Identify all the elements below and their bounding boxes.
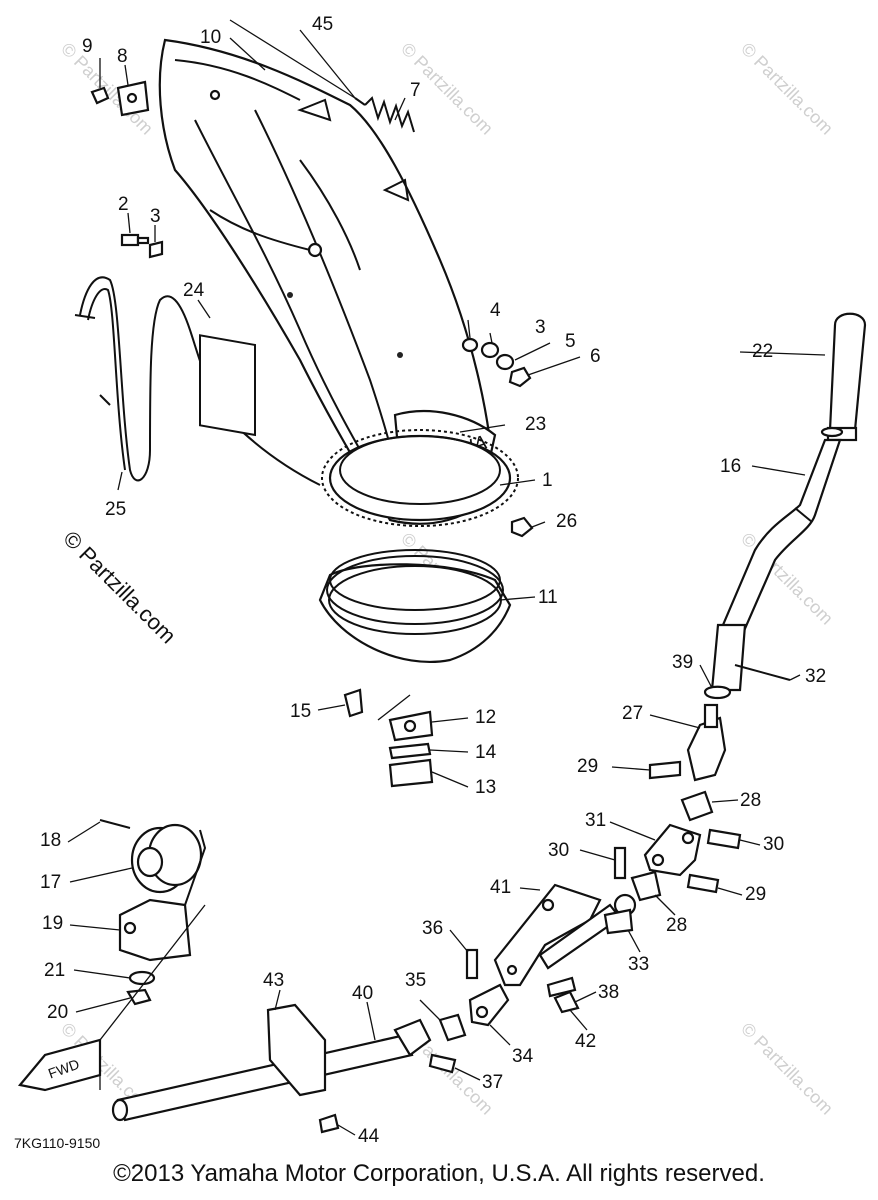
chute-clamp-parts [343,688,434,788]
leader-lines [67,19,826,1136]
spring [354,96,415,133]
part-label-27: 27 [622,703,643,724]
part-label-18: 18 [40,830,61,851]
nut-stack [461,337,534,538]
part-label-14: 14 [475,742,497,763]
part-label-39: 39 [672,652,693,673]
watermark-main: © Partzilla.com [58,526,181,649]
coupling-parts [428,908,634,1074]
part-label-2: 2 [118,194,129,215]
drive-shaft [111,1003,432,1134]
part-label-3: 3 [150,206,161,227]
pulley [99,819,203,894]
part-label-28: 28 [740,790,761,811]
handle-grip [826,312,867,442]
part-label-41: 41 [490,877,511,898]
part-label-44: 44 [358,1126,380,1147]
part-label-15: 15 [290,701,311,722]
part-label-29b: 29 [745,884,766,905]
copyright-notice: ©2013 Yamaha Motor Corporation, U.S.A. A… [113,1160,765,1187]
part-label-43: 43 [263,970,284,991]
chute-base [318,549,512,663]
part-label-26: 26 [556,511,577,532]
universal-joint [648,703,727,822]
part-label-31: 31 [585,810,606,831]
part-label-19: 19 [42,913,63,934]
part-label-20: 20 [47,1002,68,1023]
watermark: © Partzilla.com [737,1019,837,1119]
part-label-22: 22 [752,341,773,362]
bolt-washer-2-3 [120,233,164,259]
part-label-8: 8 [117,46,128,67]
part-label-33: 33 [628,954,649,975]
part-label-35: 35 [405,970,426,991]
part-label-17: 17 [40,872,61,893]
chute-gear-ring [321,429,519,527]
part-label-30: 30 [548,840,569,861]
part-label-24: 24 [183,280,205,301]
part-label-10: 10 [200,27,221,48]
part-label-32: 32 [805,666,826,687]
part-label-11: 11 [538,587,558,608]
part-label-6: 6 [590,346,601,367]
part-label-9: 9 [82,36,93,57]
part-label-23: 23 [525,414,546,435]
link-joint [613,823,742,902]
part-label-45: 45 [312,14,333,35]
part-label-29: 29 [577,756,598,777]
part-label-12: 12 [475,707,496,728]
part-label-25: 25 [105,499,126,520]
part-label-40: 40 [352,983,373,1004]
part-label-30b: 30 [763,834,784,855]
part-label-7: 7 [410,80,421,101]
part-label-37: 37 [482,1072,503,1093]
part-label-36: 36 [422,918,443,939]
label-plate [199,334,256,437]
diagram-code: 7KG110-9150 [14,1135,100,1151]
part-label-1: 1 [542,470,553,491]
part-label-5: 5 [565,331,576,352]
part-labels: 45 10 9 8 7 2 3 24 4 3 5 6 22 23 1 16 25… [40,14,826,1147]
part-label-21: 21 [44,960,65,981]
part-label-3b: 3 [535,317,546,338]
part-label-13: 13 [475,777,496,798]
fwd-arrow: FWD [17,1038,102,1092]
part-label-16: 16 [720,456,741,477]
part-label-38: 38 [598,982,619,1003]
part-label-4: 4 [490,300,501,321]
part-label-42: 42 [575,1031,596,1052]
rod-coupler [703,623,791,700]
pulley-bracket [99,829,207,1090]
watermark: © Partzilla.com [737,39,837,139]
bracket-top [90,80,150,117]
part-label-34: 34 [512,1046,534,1067]
part-label-28b: 28 [666,915,687,936]
